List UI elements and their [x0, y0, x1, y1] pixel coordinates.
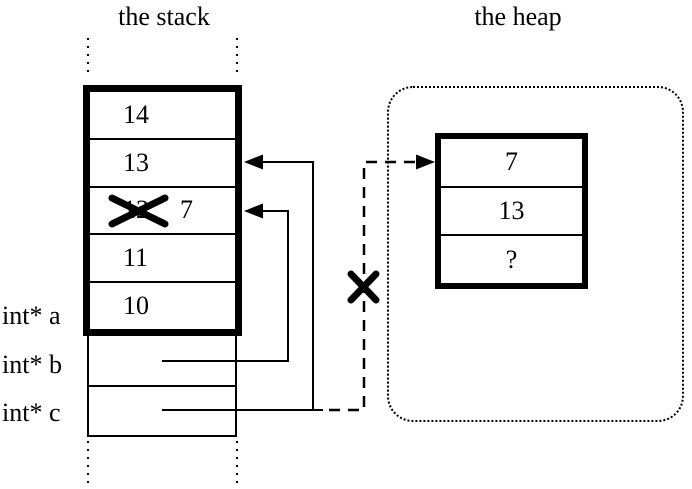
stack-cell-value: 14: [123, 99, 149, 129]
heap-cell-value: ?: [505, 244, 518, 274]
pointer-b-arrowhead-icon: [244, 203, 263, 219]
label-int-ptr-a: int* a: [2, 301, 61, 330]
heap-cell: ?: [441, 236, 582, 283]
stack-cell: 11: [90, 235, 235, 284]
pointer-c-arrowhead-icon: [244, 154, 263, 170]
stack-cell-value: 11: [123, 243, 149, 273]
stack-cell-overwritten: 12 7: [90, 188, 235, 236]
heap-block-box: 7 13 ?: [435, 133, 588, 289]
stack-cell: 14: [90, 92, 235, 140]
stack-cell-value: 13: [123, 147, 149, 177]
heap-cell-value: 7: [505, 147, 518, 177]
label-int-ptr-b: int* b: [2, 350, 62, 379]
stack-pointer-slots: [87, 336, 237, 437]
pointer-slot-c: [89, 387, 235, 436]
heap-cell: 7: [441, 139, 582, 188]
heap-cell: 13: [441, 188, 582, 237]
heap-cell-value: 13: [498, 196, 525, 225]
stack-title: the stack: [118, 2, 210, 31]
label-int-ptr-c: int* c: [2, 398, 61, 427]
stack-cell: 13: [90, 140, 235, 188]
stack-cell-value: 10: [123, 291, 149, 321]
pointer-slot-b: [89, 336, 235, 387]
stack-cell: 10: [90, 283, 235, 329]
stack-cell-old-value: 12: [123, 195, 149, 225]
heap-title: the heap: [474, 2, 562, 31]
stack-cell-new-value: 7: [180, 195, 193, 225]
severed-pointer-x-icon: [347, 270, 380, 304]
stack-frame-box: 14 13 12 7 11 10: [83, 85, 242, 336]
